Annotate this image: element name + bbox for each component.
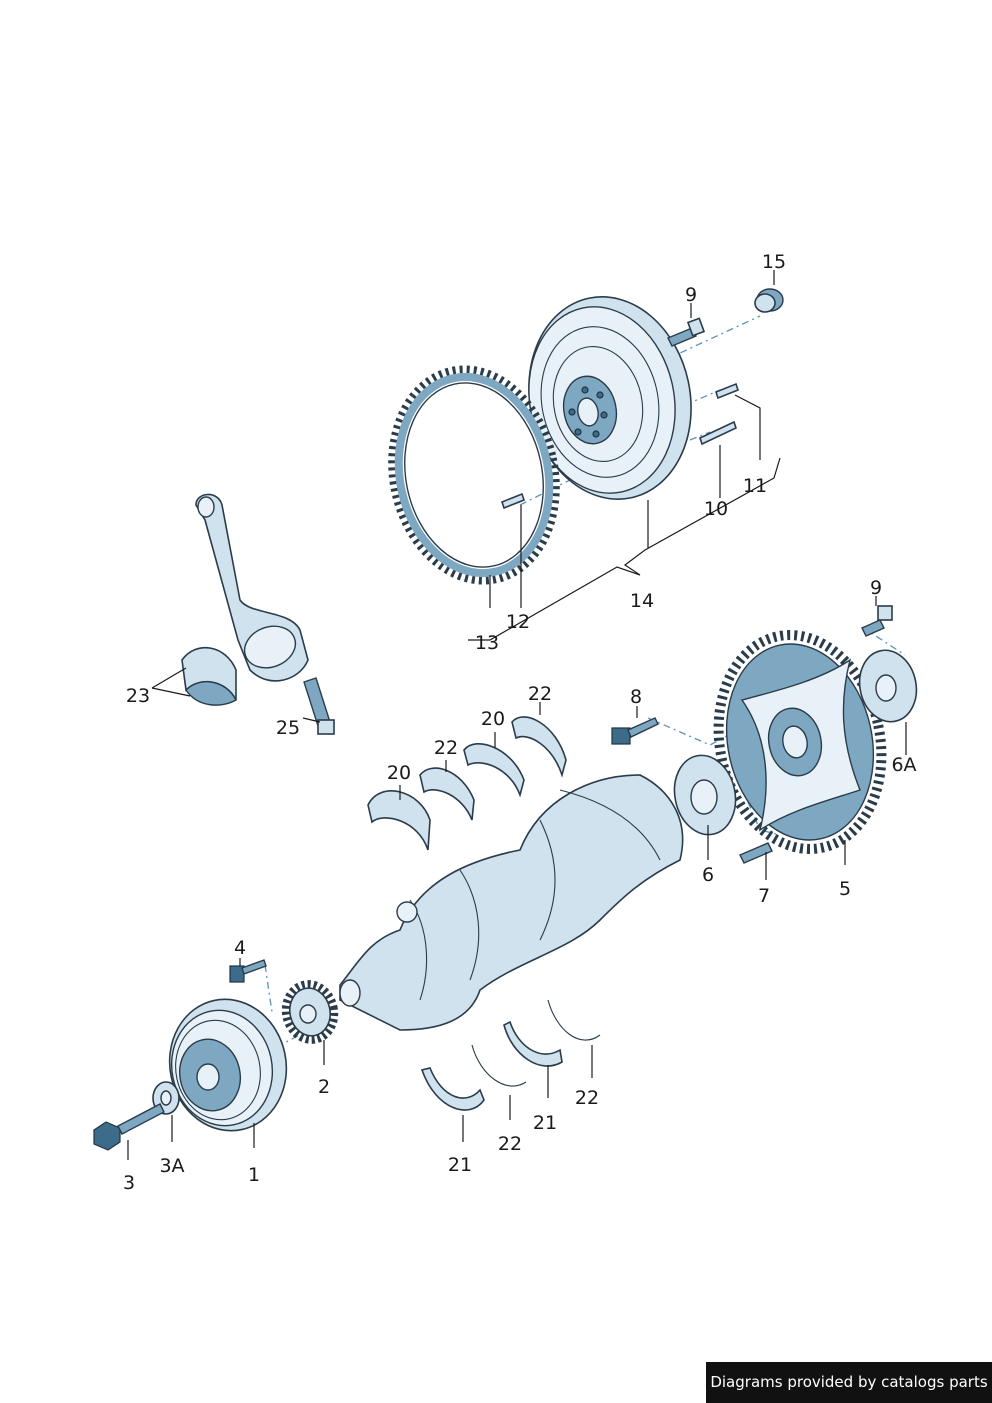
callout-23: 23 xyxy=(126,685,150,707)
connecting-rod xyxy=(195,493,309,682)
bolt-3 xyxy=(93,1103,165,1151)
callout-11: 11 xyxy=(743,475,767,497)
rod-bearing-shells xyxy=(181,646,237,706)
callout-1: 1 xyxy=(248,1164,260,1186)
callout-3a: 3A xyxy=(159,1155,184,1177)
callout-14: 14 xyxy=(630,590,654,612)
callout-8: 8 xyxy=(630,686,642,708)
bolt-8 xyxy=(611,717,659,745)
callout-20-left: 20 xyxy=(387,762,411,784)
drive-plate-shim xyxy=(858,649,918,723)
callout-20-right: 20 xyxy=(481,708,505,730)
callout-7: 7 xyxy=(758,885,770,907)
callout-5: 5 xyxy=(839,878,851,900)
rod-bolt xyxy=(303,677,335,735)
callout-22-top-right: 22 xyxy=(528,683,552,705)
crankshaft xyxy=(339,774,684,1031)
lower-bearing-shells xyxy=(420,999,601,1111)
attribution-footer: Diagrams provided by catalogs parts xyxy=(706,1362,992,1403)
callout-3: 3 xyxy=(123,1172,135,1194)
callout-22-top-left: 22 xyxy=(434,737,458,759)
stud-7 xyxy=(739,842,773,864)
washer-3a xyxy=(152,1081,180,1115)
callout-9-right: 9 xyxy=(870,577,882,599)
callout-4: 4 xyxy=(234,937,246,959)
callout-labels: 15 9 11 10 14 12 13 23 25 9 22 8 20 22 6… xyxy=(123,251,917,1194)
flywheel xyxy=(528,296,692,500)
callout-22-bottom-left: 22 xyxy=(498,1133,522,1155)
drive-plate xyxy=(713,630,887,854)
callout-10: 10 xyxy=(704,498,728,520)
callout-25: 25 xyxy=(276,717,300,739)
bolt-4 xyxy=(229,959,267,983)
callout-6: 6 xyxy=(702,864,714,886)
spacer-ring xyxy=(673,754,737,836)
callout-6a: 6A xyxy=(891,754,916,776)
callout-21-left: 21 xyxy=(448,1154,472,1176)
crank-sprocket xyxy=(281,980,339,1044)
leader-lines xyxy=(127,270,907,1160)
callout-22-bottom-right: 22 xyxy=(575,1087,599,1109)
drive-plate-bolt xyxy=(861,605,893,637)
pilot-bearing xyxy=(754,288,784,313)
callout-13: 13 xyxy=(475,632,499,654)
callout-21-right: 21 xyxy=(533,1112,557,1134)
vibration-damper xyxy=(168,998,288,1132)
callout-2: 2 xyxy=(318,1076,330,1098)
callout-15: 15 xyxy=(762,251,786,273)
ring-gear xyxy=(388,365,560,585)
upper-bearing-shells xyxy=(367,716,567,851)
flywheel-bolt xyxy=(667,317,706,347)
dowel-pins xyxy=(501,382,739,510)
callout-12: 12 xyxy=(506,611,530,633)
callout-9-top: 9 xyxy=(685,284,697,306)
